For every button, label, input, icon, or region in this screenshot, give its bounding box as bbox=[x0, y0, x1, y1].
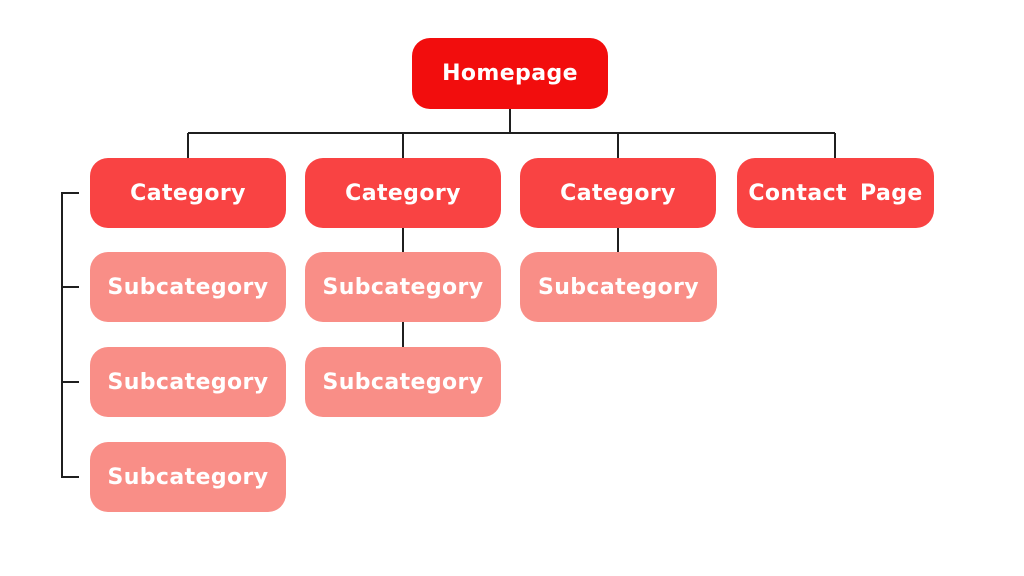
node-subcategory-2-2-label: Subcategory bbox=[322, 369, 484, 395]
node-subcategory-3-1-label: Subcategory bbox=[537, 274, 700, 300]
node-subcategory-2-2: Subcategory bbox=[305, 347, 501, 417]
node-subcategory-2-1: Subcategory bbox=[305, 252, 501, 322]
node-category-3-label: Category bbox=[560, 180, 676, 206]
node-category-2-label: Category bbox=[345, 180, 461, 206]
node-homepage: Homepage bbox=[412, 38, 608, 109]
node-homepage-label: Homepage bbox=[442, 61, 578, 86]
node-category-3: Category bbox=[520, 158, 716, 228]
node-subcategory-1-3-label: Subcategory bbox=[107, 464, 269, 490]
node-subcategory-1-1: Subcategory bbox=[90, 252, 286, 322]
node-category-1: Category bbox=[90, 158, 286, 228]
node-subcategory-3-1: Subcategory bbox=[520, 252, 717, 322]
node-subcategory-1-1-label: Subcategory bbox=[107, 274, 269, 300]
node-subcategory-1-2-label: Subcategory bbox=[107, 369, 269, 395]
node-category-1-label: Category bbox=[130, 180, 246, 206]
node-category-2: Category bbox=[305, 158, 501, 228]
node-subcategory-1-3: Subcategory bbox=[90, 442, 286, 512]
node-contact-page: Contact Page bbox=[737, 158, 934, 228]
node-subcategory-1-2: Subcategory bbox=[90, 347, 286, 417]
node-contact-page-label: Contact Page bbox=[748, 180, 923, 206]
node-subcategory-2-1-label: Subcategory bbox=[322, 274, 484, 300]
